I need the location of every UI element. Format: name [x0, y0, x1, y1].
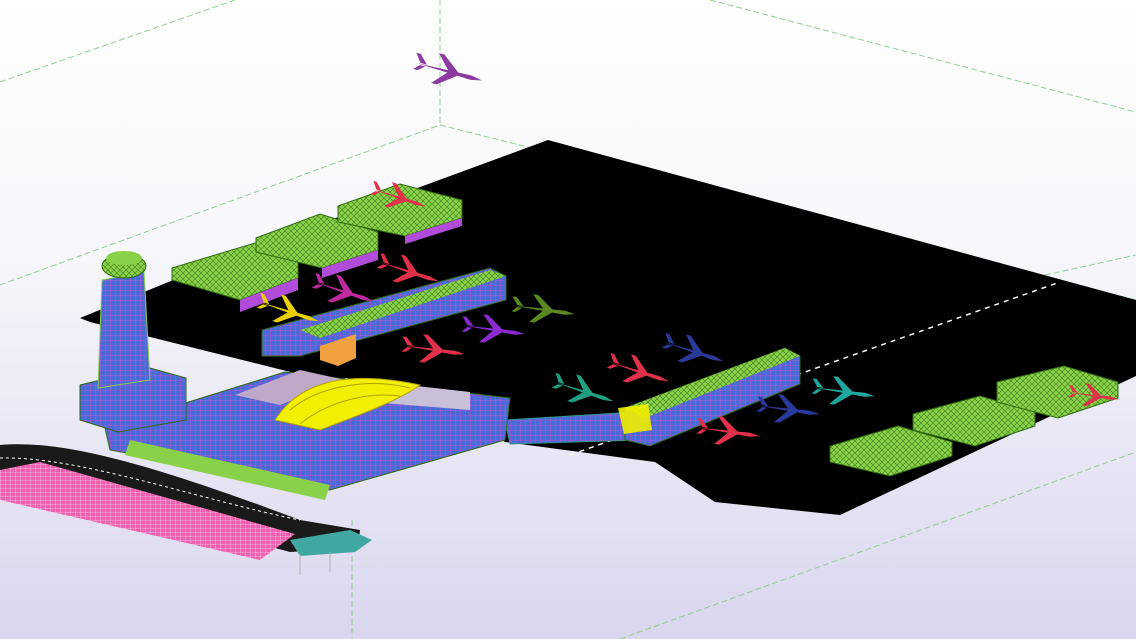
- runway-centerline: [569, 281, 1061, 456]
- parking-structure[interactable]: [0, 444, 372, 575]
- pier-east[interactable]: [618, 347, 801, 447]
- hangar[interactable]: [255, 213, 379, 278]
- hangar[interactable]: [337, 183, 463, 244]
- terminal-building[interactable]: [104, 370, 511, 500]
- pier-north[interactable]: [261, 267, 507, 366]
- hangar[interactable]: [912, 395, 1036, 447]
- aircraft-flying[interactable]: [409, 47, 486, 96]
- hangar[interactable]: [171, 242, 299, 312]
- terminal-roof[interactable]: [274, 377, 422, 431]
- hangar[interactable]: [829, 425, 953, 477]
- control-tower[interactable]: [79, 251, 187, 433]
